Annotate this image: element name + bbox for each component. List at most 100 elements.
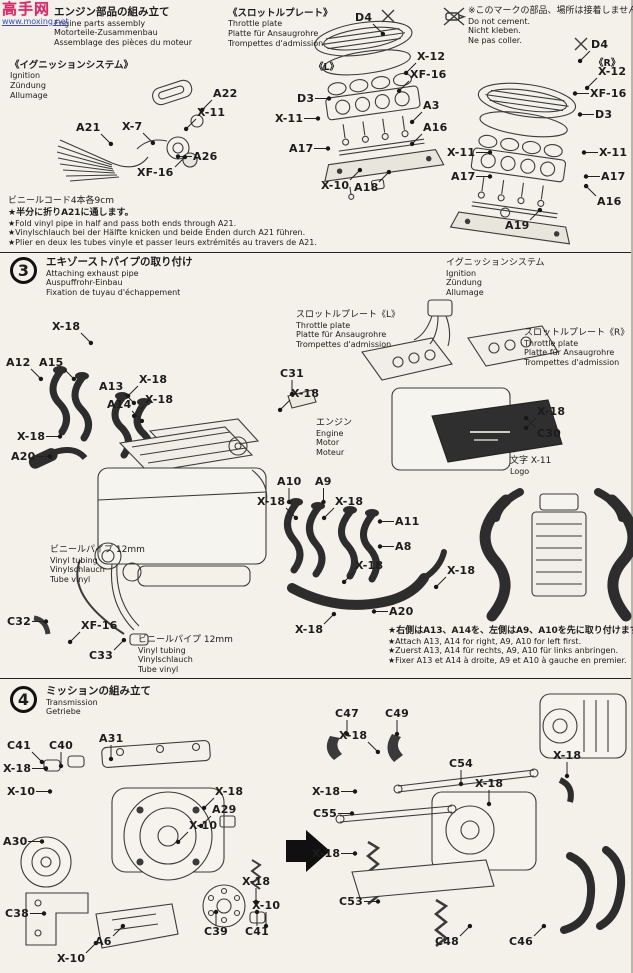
s3-throttle-l-en: Throttle plate <box>296 320 351 330</box>
part-label-d4: D4 <box>355 11 373 24</box>
part-label-x-18: X-18 <box>447 564 476 577</box>
part-label-xf-16: XF-16 <box>410 68 447 81</box>
title-jp: エンジン部品の組み立て <box>54 6 170 18</box>
no-cement-fr: Ne pas coller. <box>468 35 522 45</box>
part-label-a11: A11 <box>395 515 420 528</box>
vinyl1-en: Vinyl tubing <box>50 555 98 565</box>
part-label-x-18: X-18 <box>475 777 504 790</box>
part-label-a17: A17 <box>601 170 626 183</box>
fold-note-fr: ★Plier en deux les tubes vinyle et passe… <box>8 237 317 247</box>
s3-throttle-l-fr: Trompettes d'admission <box>296 339 392 349</box>
part-label-x-18: X-18 <box>339 729 368 742</box>
part-label-c54: C54 <box>449 757 473 770</box>
part-label-a21: A21 <box>76 121 101 134</box>
throttle-jp: 《スロットルプレート》 <box>228 8 333 19</box>
part-label-a14: A14 <box>107 398 132 411</box>
s3-ignition-en: Ignition <box>446 268 477 278</box>
s3-engine-jp: エンジン <box>316 418 353 428</box>
throttle-de: Platte für Ansaugrohre <box>228 28 319 38</box>
s3-engine-de: Motor <box>316 438 340 448</box>
s3-note-jp: ★右側はA13、A14を、左側はA9、A10を先に取り付けます。 <box>388 626 633 636</box>
part-label-xf-16: XF-16 <box>137 166 174 179</box>
part-label-x-18: X-18 <box>335 495 364 508</box>
step3-title-de: Auspuffrohr-Einbau <box>46 278 123 288</box>
part-label-c47: C47 <box>335 707 359 720</box>
s3-throttle-l-jp: スロットルプレート《L》 <box>296 310 401 320</box>
s3-note-de: ★Zuerst A13, A14 für rechts, A9, A10 für… <box>388 646 618 656</box>
part-label-x-11: X-11 <box>599 146 628 159</box>
part-label-a15: A15 <box>39 356 64 369</box>
part-label-x-18: X-18 <box>291 387 320 400</box>
part-label-c41: C41 <box>245 925 269 938</box>
part-label-a19: A19 <box>505 219 530 232</box>
part-label-x-18: X-18 <box>3 762 32 775</box>
throttle-header: 《スロットルプレート》 Throttle plate Platte für An… <box>228 8 333 48</box>
s3-ignition-label: イグニッションシステム Ignition Zündung Allumage <box>446 258 545 298</box>
part-label-x-18: X-18 <box>295 623 324 636</box>
watermark-text: 高手网 <box>2 0 51 18</box>
part-label-a20: A20 <box>389 605 414 618</box>
part-label-c40: C40 <box>49 739 73 752</box>
part-label-c41: C41 <box>7 739 31 752</box>
part-label-a9: A9 <box>315 475 332 488</box>
part-label-x-11: X-11 <box>275 112 304 125</box>
s3-vinyl-pipe-label-2: ビニールパイプ 12mm Vinyl tubing Vinylschlauch … <box>138 635 233 675</box>
part-label-c38: C38 <box>5 907 29 920</box>
part-label-a3: A3 <box>423 99 440 112</box>
part-label-x-18: X-18 <box>355 559 384 572</box>
step-3-number: 3 <box>10 257 37 284</box>
ignition-fr: Allumage <box>10 90 48 100</box>
part-label-x-10: X-10 <box>189 819 218 832</box>
no-cement-jp: ※このマークの部品、場所は接着しません。 <box>468 6 633 16</box>
part-label-x-12: X-12 <box>417 50 446 63</box>
s3-throttle-l-label: スロットルプレート《L》 Throttle plate Platte für A… <box>296 310 400 350</box>
title-en: Engine parts assembly <box>54 18 146 28</box>
vinyl2-jp: ビニールパイプ 12mm <box>138 635 233 645</box>
part-label-x-18: X-18 <box>17 430 46 443</box>
step3-title-fr: Fixation de tuyau d'échappement <box>46 287 181 297</box>
part-label-d4: D4 <box>591 38 609 51</box>
s3-note-en: ★Attach A13, A14 for right, A9, A10 for … <box>388 636 582 646</box>
part-label-a17: A17 <box>289 142 314 155</box>
s3-engine-label: エンジン Engine Motor Moteur <box>316 418 352 458</box>
part-label-x-10: X-10 <box>252 899 281 912</box>
s3-ignition-jp: イグニッションシステム <box>446 258 545 268</box>
s3-throttle-r-de: Platte für Ansaugrohre <box>524 348 615 358</box>
fold-note-en: ★Fold vinyl pipe in half and pass both e… <box>8 218 237 228</box>
part-label-a10: A10 <box>277 475 302 488</box>
vinyl2-fr: Tube vinyl <box>138 664 179 674</box>
ignition-jp: 《イグニッションシステム》 <box>10 60 134 71</box>
part-label-c30: C30 <box>537 427 561 440</box>
vinyl2-de: Vinylschlauch <box>138 655 193 665</box>
ignition-de: Zündung <box>10 80 46 90</box>
part-label-x-18: X-18 <box>312 847 341 860</box>
part-label-a16: A16 <box>597 195 622 208</box>
step-4-title: ミッションの組み立て Transmission Getriebe <box>46 685 151 717</box>
part-label-c46: C46 <box>509 935 533 948</box>
ignition-header: 《イグニッションシステム》 Ignition Zündung Allumage <box>10 60 133 100</box>
site-watermark: 高手网 www.moxing.net <box>2 0 69 26</box>
part-label-c49: C49 <box>385 707 409 720</box>
s3-ignition-de: Zündung <box>446 278 482 288</box>
no-cement-note: ※このマークの部品、場所は接着しません。 Do not cement. Nich… <box>468 6 633 46</box>
s3-logo-en: Logo <box>510 466 530 476</box>
part-label-c33: C33 <box>89 649 113 662</box>
vinyl-cord-note: ビニールコード4本各9cm <box>8 196 114 206</box>
fold-note: ★半分に折りA21に通します。 ★Fold vinyl pipe in half… <box>8 208 317 248</box>
page-edge <box>631 0 633 973</box>
part-label-a12: A12 <box>6 356 31 369</box>
part-label-x-11: X-11 <box>197 106 226 119</box>
part-label-a13: A13 <box>99 380 124 393</box>
part-label-x-18: X-18 <box>139 373 168 386</box>
part-label-a18: A18 <box>354 181 379 194</box>
part-label-a8: A8 <box>395 540 412 553</box>
s3-throttle-r-jp: スロットルプレート《R》 <box>524 328 630 338</box>
no-cement-en: Do not cement. <box>468 16 531 26</box>
part-label-a30: A30 <box>3 835 28 848</box>
part-label-x-10: X-10 <box>7 785 36 798</box>
step3-title-en: Attaching exhaust pipe <box>46 268 139 278</box>
part-label-a6: A6 <box>95 935 112 948</box>
fold-note-de: ★Vinylschlauch bei der Hälfte knicken un… <box>8 228 306 238</box>
part-label-a16: A16 <box>423 121 448 134</box>
